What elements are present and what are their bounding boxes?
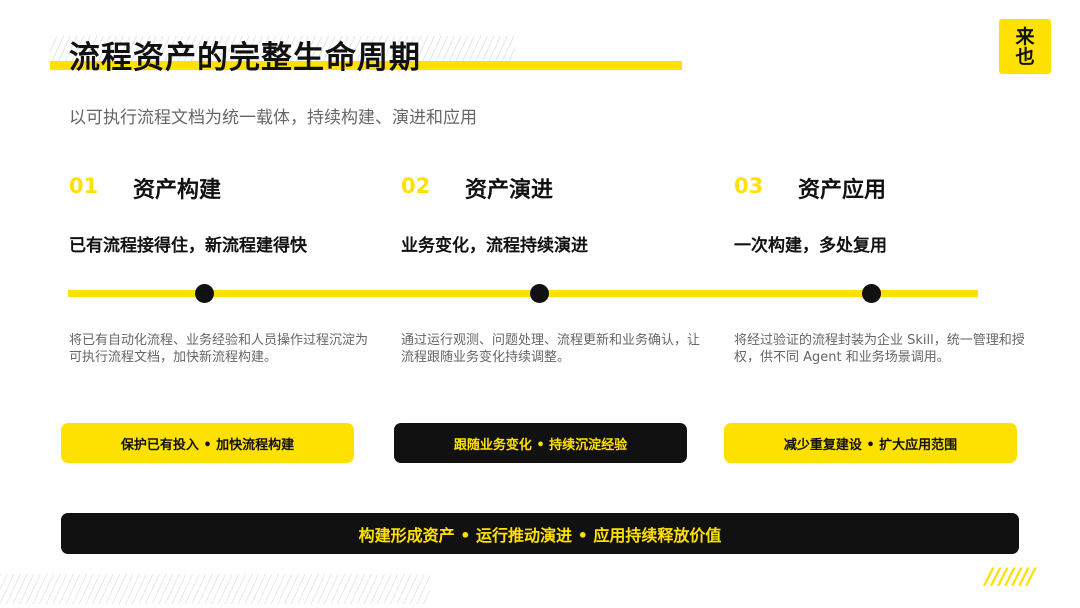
stage-2-description: 通过运行观测、问题处理、流程更新和业务确认，让流程跟随业务变化持续调整。 xyxy=(401,333,701,365)
stage-1-value-pill: 保护已有投入 • 加快流程构建 xyxy=(61,423,354,463)
stage-1-heading: 已有流程接得住，新流程建得快 xyxy=(69,236,307,256)
logo-char-1: 来 xyxy=(1015,25,1035,48)
stage-2-number: 02 xyxy=(401,174,431,198)
bottom-hatch-decoration xyxy=(0,574,430,604)
page-title: 流程资产的完整生命周期 xyxy=(69,40,421,76)
timeline-line xyxy=(68,290,978,297)
stage-3-title: 资产应用 xyxy=(798,178,887,203)
stage-3-number: 03 xyxy=(734,174,764,198)
stage-1-title: 资产构建 xyxy=(133,178,222,203)
slash-decoration: /////// xyxy=(985,565,1035,590)
stage-1-number: 01 xyxy=(69,174,99,198)
timeline-dot-2 xyxy=(530,284,549,303)
stage-3-description: 将经过验证的流程封装为企业 Skill，统一管理和授权，供不同 Agent 和业… xyxy=(734,333,1025,365)
stage-1-description: 将已有自动化流程、业务经验和人员操作过程沉淀为可执行流程文档，加快新流程构建。 xyxy=(69,333,369,365)
summary-banner: 构建形成资产 • 运行推动演进 • 应用持续释放价值 xyxy=(61,513,1019,554)
stage-3-value-pill: 减少重复建设 • 扩大应用范围 xyxy=(724,423,1017,463)
brand-logo: 来 也 xyxy=(999,19,1051,74)
stage-2-title: 资产演进 xyxy=(465,178,554,203)
logo-char-2: 也 xyxy=(1015,45,1035,68)
stage-2-value-pill: 跟随业务变化 • 持续沉淀经验 xyxy=(394,423,687,463)
timeline-dot-1 xyxy=(195,284,214,303)
page-subtitle: 以可执行流程文档为统一载体，持续构建、演进和应用 xyxy=(69,108,477,128)
timeline-dot-3 xyxy=(862,284,881,303)
stage-3-heading: 一次构建，多处复用 xyxy=(734,236,887,256)
stage-2-heading: 业务变化，流程持续演进 xyxy=(401,236,588,256)
title-underline-bar xyxy=(50,61,682,70)
